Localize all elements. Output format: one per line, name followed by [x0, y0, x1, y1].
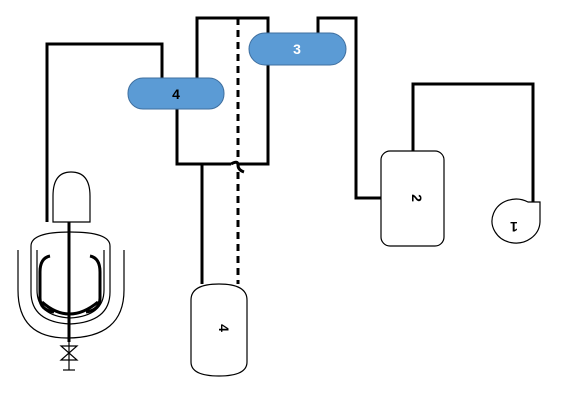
- reactor-jacket: [17, 250, 125, 339]
- stirrer-blade-right: [85, 254, 102, 314]
- receiver-4-label: 4: [216, 324, 232, 332]
- receiver-4-shape: [190, 283, 248, 377]
- pump-1: 1: [491, 198, 541, 244]
- condenser-3-shape: [248, 32, 347, 66]
- vessel-2: 2: [380, 150, 445, 247]
- condenser-4-shape: [127, 77, 225, 110]
- stirrer-anchor-bottom: [41, 300, 99, 316]
- condenser-3-label: 3: [293, 41, 301, 57]
- stirrer-blade-left: [38, 254, 55, 314]
- receiver-4: 4: [190, 283, 248, 377]
- condenser-3: 3: [248, 32, 347, 66]
- vessel-2-shape: [380, 150, 445, 247]
- outlet-valve-icon: [59, 345, 79, 361]
- condenser-4-label: 4: [172, 86, 180, 102]
- pump-1-label: 1: [510, 219, 518, 235]
- reactor-vapor-line: [45, 42, 164, 222]
- condenser-4: 4: [127, 77, 225, 110]
- pump-1-shape: [491, 198, 541, 244]
- addition-funnel: [52, 171, 91, 223]
- condenser3-to-vessel-line: [316, 16, 381, 200]
- condenser-to-loop-line: [175, 108, 231, 166]
- addition-funnel-shape: [52, 171, 91, 223]
- vessel-to-pump-line: [411, 82, 535, 202]
- jacketed-reactor: [17, 222, 125, 371]
- vessel-2-label: 2: [409, 194, 425, 202]
- loop-right-line: [195, 16, 270, 166]
